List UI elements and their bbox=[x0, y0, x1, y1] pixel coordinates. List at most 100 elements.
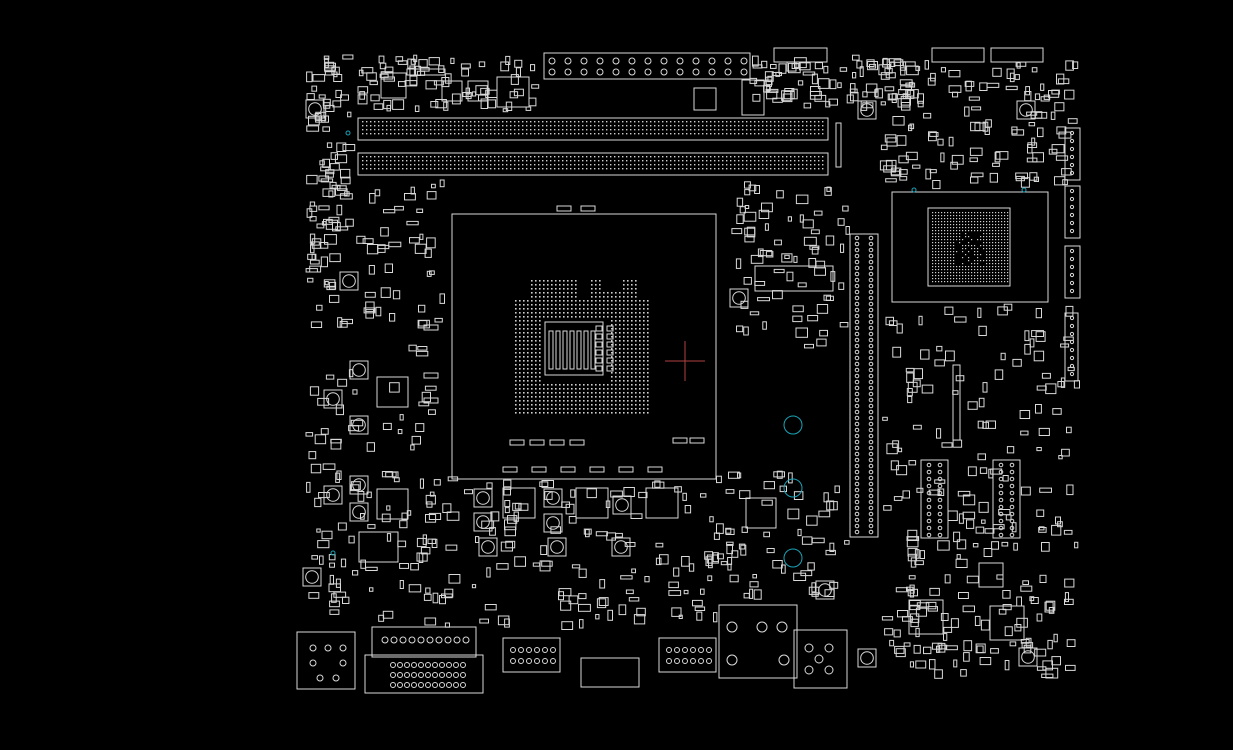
solder-pad bbox=[974, 269, 976, 271]
solder-pad bbox=[950, 272, 952, 274]
solder-pad bbox=[606, 125, 608, 127]
solder-pad bbox=[1004, 254, 1006, 256]
solder-pad bbox=[602, 156, 604, 158]
solder-pad bbox=[515, 332, 517, 334]
solder-pad bbox=[941, 227, 943, 229]
smd-component bbox=[814, 267, 826, 276]
smd-component bbox=[774, 239, 782, 246]
smd-component bbox=[1065, 305, 1074, 317]
solder-pad bbox=[594, 133, 596, 135]
solder-pad bbox=[546, 160, 548, 162]
solder-pad bbox=[798, 133, 800, 135]
solder-pad bbox=[627, 408, 629, 410]
solder-pad bbox=[498, 121, 500, 123]
solder-pad bbox=[674, 160, 676, 162]
solder-pad bbox=[610, 164, 612, 166]
crosshair-cursor-icon[interactable] bbox=[665, 341, 705, 381]
solder-pad bbox=[1001, 227, 1003, 229]
solder-pad bbox=[550, 125, 552, 127]
solder-pad bbox=[631, 368, 633, 370]
smd-component bbox=[1073, 380, 1081, 389]
header-pin bbox=[998, 462, 1004, 468]
solder-pad bbox=[610, 156, 612, 158]
solder-pad bbox=[575, 388, 577, 390]
solder-pad bbox=[666, 164, 668, 166]
solder-pad bbox=[941, 257, 943, 259]
solder-pad bbox=[615, 332, 617, 334]
solder-pad bbox=[530, 168, 532, 170]
smd-component bbox=[1056, 126, 1067, 135]
header-pin bbox=[1069, 196, 1075, 202]
solder-pad bbox=[418, 121, 420, 123]
solder-pad bbox=[362, 121, 364, 123]
solder-pad bbox=[626, 133, 628, 135]
solder-pad bbox=[643, 364, 645, 366]
solder-pad bbox=[932, 269, 934, 271]
solder-pad bbox=[510, 156, 512, 158]
solder-pad bbox=[531, 352, 533, 354]
solder-pad bbox=[515, 328, 517, 330]
solder-pad bbox=[374, 121, 376, 123]
smd-component bbox=[806, 515, 818, 526]
solder-pad bbox=[944, 221, 946, 223]
solder-pad bbox=[1001, 278, 1003, 280]
solder-pad bbox=[598, 168, 600, 170]
solder-pad bbox=[639, 336, 641, 338]
solder-pad bbox=[635, 312, 637, 314]
solder-pad bbox=[519, 368, 521, 370]
solder-pad bbox=[611, 392, 613, 394]
solder-pad bbox=[643, 392, 645, 394]
solder-pad bbox=[514, 129, 516, 131]
solder-pad bbox=[530, 129, 532, 131]
smd-component bbox=[913, 644, 921, 654]
smd-component bbox=[952, 439, 963, 448]
smd-component bbox=[795, 194, 809, 205]
solder-pad bbox=[674, 156, 676, 158]
smd-component bbox=[908, 460, 917, 466]
solder-pad bbox=[746, 160, 748, 162]
solder-pad bbox=[623, 328, 625, 330]
solder-pad bbox=[762, 133, 764, 135]
smd-component bbox=[361, 67, 374, 74]
smd-component bbox=[731, 228, 743, 235]
solder-pad bbox=[623, 396, 625, 398]
solder-pad bbox=[619, 308, 621, 310]
solder-pad bbox=[454, 168, 456, 170]
solder-pad bbox=[983, 281, 985, 283]
smd-component bbox=[1024, 343, 1031, 355]
solder-pad bbox=[627, 280, 629, 282]
solder-pad bbox=[563, 408, 565, 410]
smd-component bbox=[308, 592, 320, 599]
solder-pad bbox=[599, 400, 601, 402]
solder-pad bbox=[722, 125, 724, 127]
solder-pad bbox=[454, 129, 456, 131]
smd-component bbox=[441, 593, 453, 599]
solder-pad bbox=[531, 396, 533, 398]
inductor-core bbox=[326, 488, 340, 502]
solder-pad bbox=[980, 221, 982, 223]
solder-pad bbox=[590, 156, 592, 158]
solder-pad bbox=[615, 372, 617, 374]
solder-pad bbox=[750, 125, 752, 127]
smd-component bbox=[882, 58, 890, 68]
solder-pad bbox=[615, 296, 617, 298]
smd-component bbox=[884, 628, 894, 636]
solder-pad bbox=[547, 280, 549, 282]
port-contact bbox=[418, 662, 424, 668]
header-pin bbox=[926, 525, 932, 531]
smd-component bbox=[964, 106, 970, 117]
solder-pad bbox=[631, 336, 633, 338]
smd-component bbox=[423, 593, 432, 601]
solder-pad bbox=[947, 221, 949, 223]
solder-pad bbox=[690, 160, 692, 162]
solder-pad bbox=[527, 324, 529, 326]
solder-pad bbox=[956, 215, 958, 217]
solder-pad bbox=[362, 168, 364, 170]
solder-pad bbox=[579, 388, 581, 390]
solder-pad bbox=[758, 156, 760, 158]
port-contact bbox=[399, 636, 407, 644]
solder-pad bbox=[986, 212, 988, 214]
solder-pad bbox=[690, 129, 692, 131]
solder-pad bbox=[446, 160, 448, 162]
